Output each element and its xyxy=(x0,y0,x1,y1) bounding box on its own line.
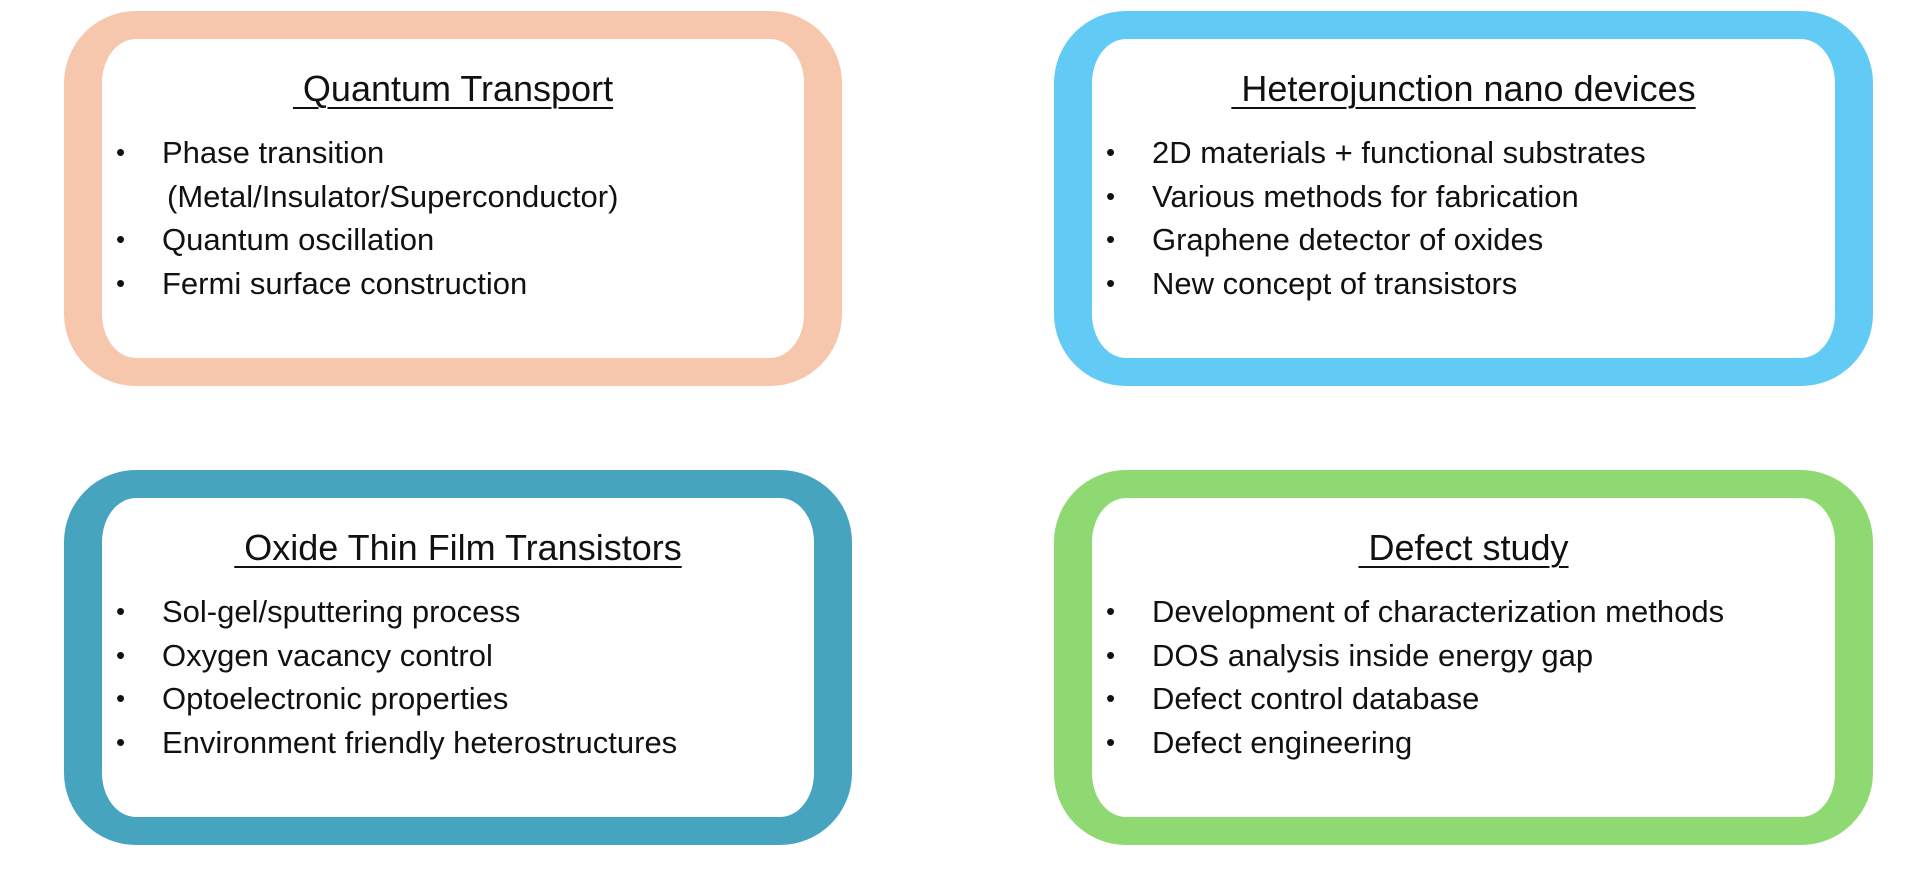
card-body: Oxide Thin Film Transistors • Sol-gel/sp… xyxy=(102,498,814,817)
item-continuation: (Metal/Insulator/Superconductor) xyxy=(167,178,619,214)
item-text: Defect engineering xyxy=(1152,724,1413,760)
card-body: Defect study • Development of characteri… xyxy=(1092,498,1835,817)
card-heterojunction-nano-devices: Heterojunction nano devices • 2D materia… xyxy=(1054,11,1873,386)
list-item: • Sol-gel/sputtering process xyxy=(102,590,814,634)
list-item: • DOS analysis inside energy gap xyxy=(1092,634,1835,678)
list-item: • Optoelectronic properties xyxy=(102,677,814,721)
item-text: Development of characterization methods xyxy=(1152,594,1725,629)
list-item: • Development of characterization method… xyxy=(1092,590,1835,634)
bullet-icon: • xyxy=(116,683,126,713)
bullet-icon: • xyxy=(1106,596,1116,626)
card-defect-study: Defect study • Development of characteri… xyxy=(1054,470,1873,845)
bullet-icon: • xyxy=(116,224,126,254)
list-item: • Oxygen vacancy control xyxy=(102,634,814,678)
bullet-icon: • xyxy=(116,137,126,167)
list-item: • Quantum oscillation xyxy=(102,218,804,262)
list-item: • Environment friendly heterostructures xyxy=(102,721,814,765)
item-text: Phase transition xyxy=(162,135,385,170)
bullet-icon: • xyxy=(116,639,126,670)
bullet-list: • Sol-gel/sputtering process • Oxygen va… xyxy=(102,590,814,764)
bullet-icon: • xyxy=(1106,224,1116,254)
list-item: • New concept of transistors xyxy=(1092,262,1835,306)
bullet-icon: • xyxy=(116,596,126,626)
item-text: Graphene detector of oxides xyxy=(1152,222,1544,257)
bullet-icon: • xyxy=(116,726,126,757)
bullet-icon: • xyxy=(1106,267,1116,298)
item-text: Quantum oscillation xyxy=(162,222,435,257)
item-text: Defect control database xyxy=(1152,681,1480,716)
card-quantum-transport: Quantum Transport • Phase transition (Me… xyxy=(64,11,842,386)
card-body: Heterojunction nano devices • 2D materia… xyxy=(1092,39,1835,358)
item-text: Fermi surface construction xyxy=(162,265,528,301)
list-item: • Phase transition (Metal/Insulator/Supe… xyxy=(102,131,804,218)
list-item: • Graphene detector of oxides xyxy=(1092,218,1835,262)
item-text: Environment friendly heterostructures xyxy=(162,724,678,760)
bullet-icon: • xyxy=(1106,726,1116,757)
item-text: Sol-gel/sputtering process xyxy=(162,594,521,629)
card-oxide-thin-film-transistors: Oxide Thin Film Transistors • Sol-gel/sp… xyxy=(64,470,852,845)
item-text: Optoelectronic properties xyxy=(162,681,509,716)
card-body: Quantum Transport • Phase transition (Me… xyxy=(102,39,804,358)
list-item: • Defect engineering xyxy=(1092,721,1835,765)
item-text: New concept of transistors xyxy=(1152,265,1518,301)
bullet-icon: • xyxy=(1106,639,1116,670)
bullet-icon: • xyxy=(1106,180,1116,211)
list-item: • Defect control database xyxy=(1092,677,1835,721)
bullet-list: • Phase transition (Metal/Insulator/Supe… xyxy=(102,131,804,305)
bullet-icon: • xyxy=(1106,137,1116,167)
item-text: Various methods for fabrication xyxy=(1152,178,1579,214)
card-title: Quantum Transport xyxy=(292,68,614,109)
bullet-icon: • xyxy=(1106,683,1116,713)
bullet-list: • Development of characterization method… xyxy=(1092,590,1835,764)
bullet-list: • 2D materials + functional substrates •… xyxy=(1092,131,1835,305)
list-item: • Fermi surface construction xyxy=(102,262,804,306)
item-text: 2D materials + functional substrates xyxy=(1152,135,1646,170)
bullet-icon: • xyxy=(116,267,126,298)
list-item: • 2D materials + functional substrates xyxy=(1092,131,1835,175)
item-text: Oxygen vacancy control xyxy=(162,637,493,673)
card-title: Oxide Thin Film Transistors xyxy=(234,527,682,568)
list-item: • Various methods for fabrication xyxy=(1092,175,1835,219)
card-title: Heterojunction nano devices xyxy=(1231,68,1696,109)
card-title: Defect study xyxy=(1358,527,1569,568)
item-text: DOS analysis inside energy gap xyxy=(1152,637,1594,673)
